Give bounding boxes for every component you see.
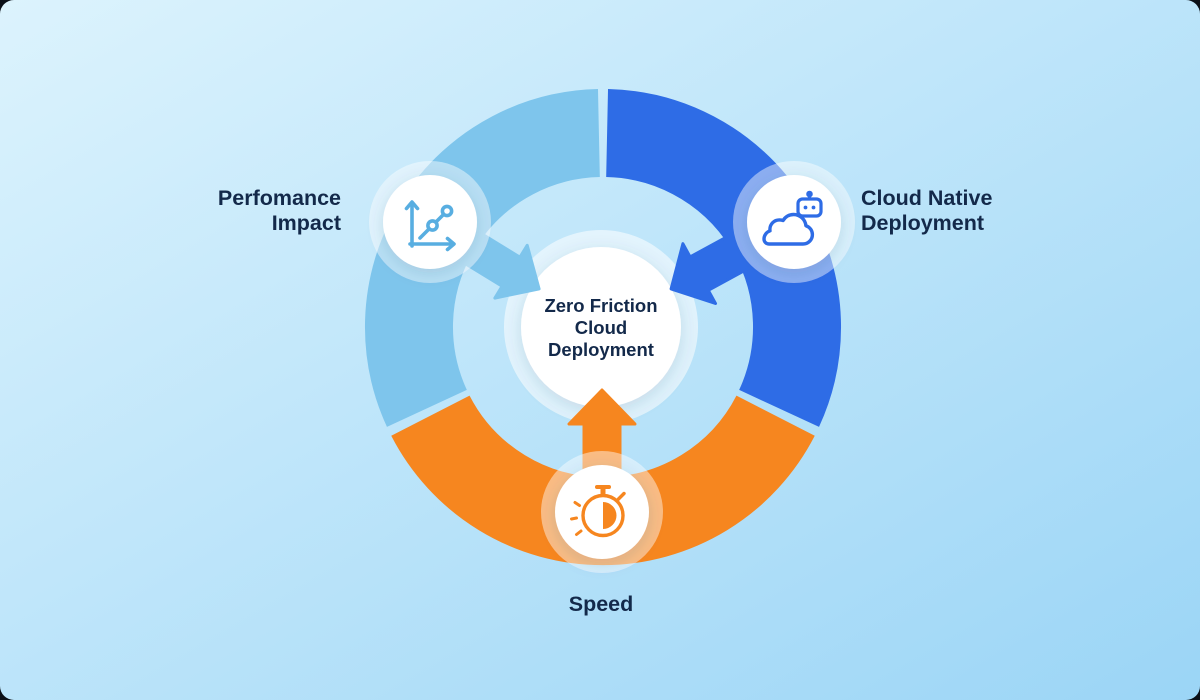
center-circle bbox=[521, 247, 681, 407]
label-speed: Speed bbox=[569, 592, 634, 616]
center-text-line1: Zero Friction bbox=[544, 295, 657, 316]
arrow-performance-to-center bbox=[462, 232, 541, 300]
stopwatch-icon bbox=[570, 485, 626, 538]
stopwatch-half-dial bbox=[603, 502, 617, 529]
label-performance-line1: Perfomance bbox=[218, 186, 341, 210]
stopwatch-speed-dash-3 bbox=[573, 501, 581, 507]
arrow-cloud-to-center bbox=[669, 227, 761, 305]
line-chart-x-arrowhead bbox=[445, 236, 456, 252]
robot-antenna-tip bbox=[806, 190, 813, 198]
label-cloud-line2: Deployment bbox=[861, 211, 984, 235]
stopwatch-speed-dash-2 bbox=[570, 516, 578, 521]
cloud-shape bbox=[762, 212, 815, 246]
label-cloud-line1: Cloud Native bbox=[861, 186, 992, 210]
line-chart-icon bbox=[404, 200, 456, 252]
line-chart-y-arrowhead bbox=[404, 200, 420, 211]
robot-head bbox=[796, 197, 823, 218]
label-performance-line2: Impact bbox=[272, 211, 341, 235]
robot-eye-right bbox=[811, 205, 816, 210]
center-text-line3: Deployment bbox=[548, 339, 654, 360]
center-text-line2: Cloud bbox=[575, 317, 627, 338]
line-chart-point-1 bbox=[426, 219, 439, 232]
robot-eye-left bbox=[803, 205, 808, 210]
stopwatch-speed-dash-1 bbox=[575, 529, 583, 536]
stopwatch-lever bbox=[615, 491, 626, 502]
cloud-robot-icon bbox=[762, 190, 823, 246]
line-chart-point-2 bbox=[440, 204, 454, 218]
